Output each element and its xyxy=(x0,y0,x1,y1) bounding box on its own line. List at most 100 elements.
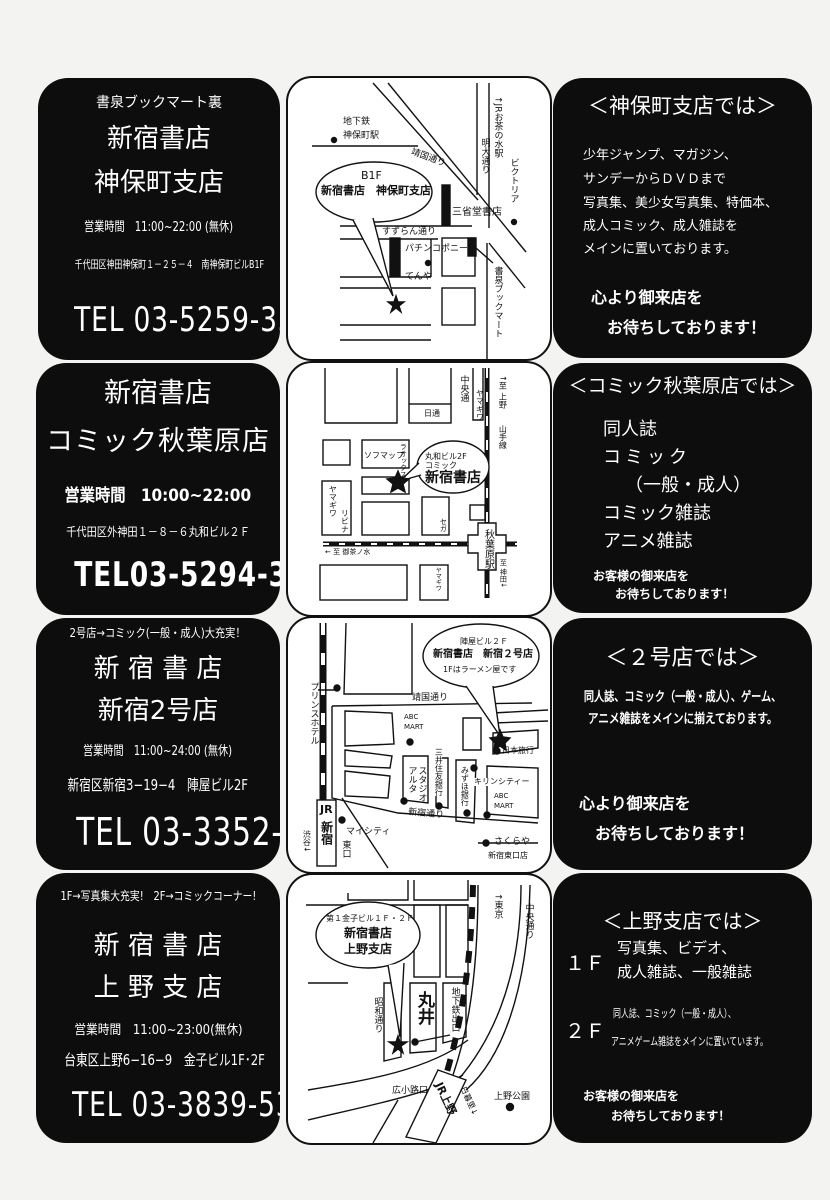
map-label: JR xyxy=(320,803,333,816)
map-label: ABC xyxy=(494,792,509,800)
map-jimbocho-streets xyxy=(312,82,527,359)
street-chuo xyxy=(457,884,522,1081)
block xyxy=(455,759,477,824)
map-label: 新宿東口店 xyxy=(488,851,528,860)
map-label: マイシティ xyxy=(346,827,391,837)
store-address: 台東区上野6−16−9 金子ビル1F･2F xyxy=(64,1051,265,1069)
info-line: 同人誌、コミック（一般・成人）、 xyxy=(613,1007,736,1020)
store-address: 千代田区外神田１－８－６丸和ビル２Ｆ xyxy=(66,525,250,539)
info-panel-shinjuku2: ＜２号店では＞ 同人誌、コミック（一般・成人）、ゲーム、 アニメ雑誌をメインに揃… xyxy=(553,618,812,870)
store-tel: TEL03-5294-3222 xyxy=(74,555,280,595)
map-label: 昭和通り xyxy=(372,997,383,1033)
map-label: すずらん通り xyxy=(382,227,437,237)
info-closing: お待ちしております！ xyxy=(615,587,735,601)
map-label: 秋葉原駅 xyxy=(482,529,494,569)
info-closing: お客様の御来店を xyxy=(583,1089,680,1103)
store-tagline: 書泉ブックマート裏 xyxy=(96,95,222,111)
map-label: 丸井 xyxy=(413,991,434,1025)
callout-tail xyxy=(352,217,394,297)
map-label: 明大通り xyxy=(479,138,490,174)
map-label: さくらや xyxy=(494,837,531,847)
building-shosen xyxy=(467,237,477,257)
street-yasukuni xyxy=(331,702,533,707)
map-label: 上野支店 xyxy=(344,942,393,956)
info-closing: お待ちしております！ xyxy=(611,1109,731,1123)
map-label: ↑至 上野 xyxy=(498,375,508,409)
block xyxy=(421,496,450,536)
map-label: 新宿書店 神保町支店 xyxy=(321,184,431,197)
map-label: 山手線 xyxy=(498,425,508,449)
street xyxy=(413,880,469,901)
street xyxy=(492,720,549,724)
info-closing: お客様の御来店を xyxy=(593,569,690,583)
store-branch: 上 野 支 店 xyxy=(93,973,223,1003)
map-label: 日本旅行 xyxy=(502,746,534,755)
landmark-dot xyxy=(435,802,443,810)
landmark-dot xyxy=(406,738,414,746)
map-label: 日通 xyxy=(424,409,440,418)
store-hours: 営業時間 11:00~22:00 (無休) xyxy=(84,220,234,235)
map-label: 新宿書店 xyxy=(344,926,393,940)
street xyxy=(331,706,539,824)
map-label: 中央通 xyxy=(458,375,469,402)
store-address: 千代田区神田神保町１－２５－４ 南神保町ビルB1F xyxy=(74,258,265,271)
block xyxy=(419,564,449,601)
store-name: 新 宿 書 店 xyxy=(93,931,223,961)
map-label: 地下鉄 xyxy=(343,117,371,127)
map-label: スタジオ xyxy=(416,766,427,802)
info-line: 同人誌、コミック（一般・成人）、ゲーム、 xyxy=(583,690,782,705)
callout-tail xyxy=(465,685,501,737)
store-panel-shinjuku2: 2号店→コミック(一般・成人)大充実！ 新 宿 書 店 新宿2号店 営業時間 1… xyxy=(36,618,280,870)
info-line: 成人コミック、成人雑誌を xyxy=(583,219,738,234)
map-label: アルタ xyxy=(406,766,417,793)
map-label: 東口 xyxy=(340,840,351,858)
map-label: 第１金子ビル１Ｆ・２Ｆ xyxy=(326,914,414,923)
map-label: 丸和ビル2F xyxy=(425,452,467,461)
star-icon xyxy=(488,728,512,752)
info-line: 写真集、ビデオ、 xyxy=(617,939,737,957)
landmark-dot xyxy=(338,816,346,824)
info-title: ＜神保町支店では＞ xyxy=(588,94,777,118)
block xyxy=(322,439,351,466)
block xyxy=(462,717,482,751)
building-sanseido xyxy=(441,184,451,226)
landmark-dot xyxy=(400,797,408,805)
railway-jr xyxy=(443,884,476,1076)
block xyxy=(492,729,539,755)
map-label: 至 神田↓ xyxy=(499,559,508,589)
info-closing: お待ちしております！ xyxy=(607,318,767,337)
map-ueno: 第１金子ビル１Ｆ・２Ｆ 新宿書店 上野支店 丸井 地下鉄出口 昭和通り ↑東京 … xyxy=(286,873,552,1145)
map-label: 1Fはラーメン屋です xyxy=(443,665,517,674)
subway-exit-dot xyxy=(411,1038,419,1046)
callout-bubble xyxy=(315,901,421,969)
block xyxy=(445,904,469,978)
block xyxy=(344,710,395,747)
block xyxy=(361,439,410,469)
info-line: コミック雑誌 xyxy=(603,503,711,524)
info-line: アニメ雑誌をメインに揃えております。 xyxy=(587,712,778,727)
store-name: 新宿書店 xyxy=(106,124,211,154)
map-label: ソフマップ xyxy=(364,451,404,460)
info-line: アニメゲーム雑誌をメインに置いています。 xyxy=(611,1035,768,1048)
block xyxy=(344,770,391,799)
block xyxy=(472,368,484,421)
map-label: 新宿書店 xyxy=(425,470,481,486)
map-label: MART xyxy=(494,802,514,810)
street xyxy=(343,622,413,695)
block xyxy=(402,755,429,804)
info-panel-jimbocho: ＜神保町支店では＞ 少年ジャンプ、マガジン、 サンデーからＤＶＤまで 写真集、美… xyxy=(553,78,812,358)
store-branch: 新宿2号店 xyxy=(97,696,219,726)
block xyxy=(441,287,476,326)
info-line: コミック xyxy=(603,447,691,468)
map-label: 広小路口 xyxy=(392,1086,429,1096)
map-label: リビナ xyxy=(340,509,350,533)
map-jimbocho: 地下鉄 神保町駅 靖国通り 明大通り ↑JRお茶の水駅 ビクトリア B1F 新宿… xyxy=(286,76,552,361)
star-icon xyxy=(385,469,411,494)
map-label: ↑東京 xyxy=(492,893,503,919)
map-label: キリンシティー xyxy=(474,777,530,787)
map-label: ヤマギワ xyxy=(434,567,442,591)
map-label: てんや xyxy=(405,272,433,282)
map-shinjuku-streets xyxy=(316,622,549,869)
info-line: サンデーからＤＶＤまで xyxy=(583,172,727,187)
map-label: プリンスホテル xyxy=(308,682,319,745)
